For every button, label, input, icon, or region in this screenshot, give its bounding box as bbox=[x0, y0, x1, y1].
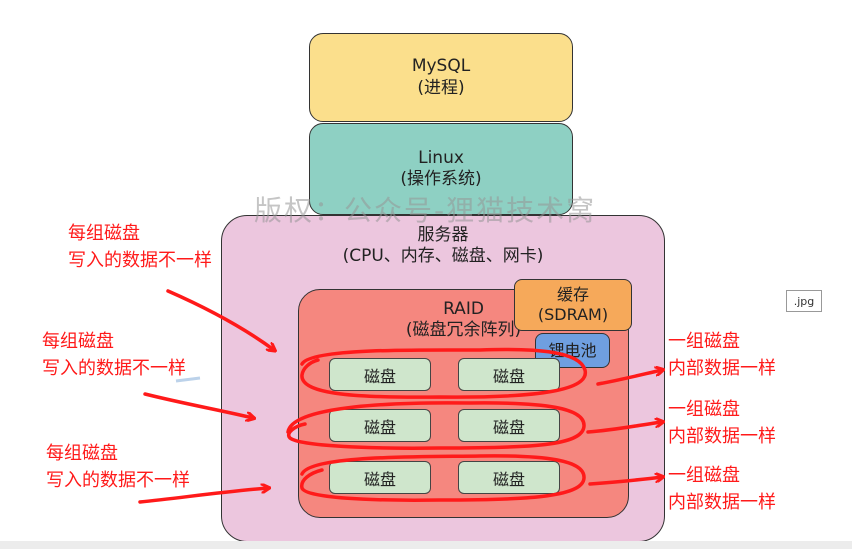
mysql-title: MySQL bbox=[411, 56, 471, 77]
linux-title: Linux bbox=[418, 147, 464, 168]
group2-circle bbox=[286, 401, 586, 450]
raid-title: RAID bbox=[443, 299, 484, 319]
group1-circle bbox=[300, 347, 587, 399]
right-arrow-1 bbox=[596, 370, 662, 386]
server-title: 服务器 bbox=[417, 225, 469, 245]
linux-os-box: Linux (操作系统) bbox=[309, 123, 573, 215]
disk-group1-left: 磁盘 bbox=[329, 358, 431, 391]
right-arrow-3 bbox=[588, 477, 662, 486]
disk-group2-left: 磁盘 bbox=[329, 409, 431, 442]
right-note-1: 一组磁盘 内部数据一样 bbox=[668, 331, 776, 379]
server-subtitle: (CPU、内存、磁盘、网卡) bbox=[342, 246, 544, 267]
mysql-subtitle: (进程) bbox=[417, 77, 465, 98]
disk-group1-right: 磁盘 bbox=[458, 358, 560, 391]
linux-subtitle: (操作系统) bbox=[400, 169, 482, 189]
left-arrow-3 bbox=[138, 488, 268, 504]
mysql-process-box: MySQL (进程) bbox=[309, 33, 573, 122]
left-note-1: 每组磁盘 写入的数据不一样 bbox=[68, 223, 212, 271]
right-note-2: 一组磁盘 内部数据一样 bbox=[668, 399, 776, 447]
left-arrow-1 bbox=[166, 289, 274, 350]
cache-box: 缓存 (SDRAM) bbox=[514, 279, 632, 331]
left-note-3: 每组磁盘 写入的数据不一样 bbox=[46, 443, 190, 491]
cache-title: 缓存 bbox=[556, 285, 589, 304]
right-note-3: 一组磁盘 内部数据一样 bbox=[668, 465, 776, 513]
disk-group2-right: 磁盘 bbox=[458, 409, 560, 442]
watermark: 版权：公众号-狸猫技术窝 bbox=[254, 194, 597, 227]
disk-group3-right: 磁盘 bbox=[458, 461, 560, 494]
bottom-band bbox=[0, 541, 852, 549]
raid-subtitle: (磁盘冗余阵列) bbox=[405, 320, 522, 341]
left-note-2: 每组磁盘 写入的数据不一样 bbox=[42, 331, 186, 379]
right-arrow-2 bbox=[586, 422, 662, 434]
cache-subtitle: (SDRAM) bbox=[537, 305, 609, 324]
file-type-tag: .jpg bbox=[786, 290, 822, 312]
left-arrow-2 bbox=[143, 392, 253, 418]
group3-circle bbox=[300, 454, 586, 502]
faint-blue-arrow bbox=[175, 376, 201, 383]
disk-group3-left: 磁盘 bbox=[329, 461, 431, 494]
